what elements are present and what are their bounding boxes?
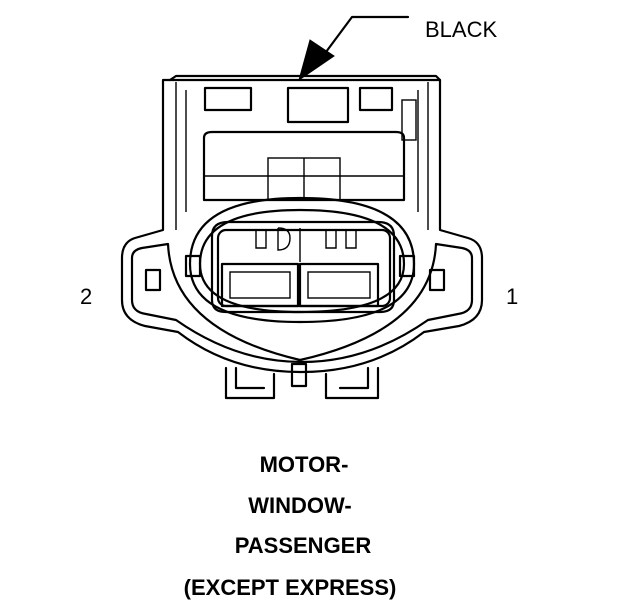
pin-label-left: 2 [80, 284, 92, 309]
caption-line-3: PASSENGER [235, 533, 372, 558]
connector-body [120, 74, 484, 374]
terminal-pin-2 [220, 262, 300, 308]
inner-shroud [188, 196, 416, 324]
color-leader-arrow [298, 15, 410, 82]
latch-housing [202, 86, 417, 202]
pin-label-right: 1 [506, 284, 518, 309]
connector-color-label: BLACK [425, 17, 497, 42]
caption-line-1: MOTOR- [260, 452, 349, 477]
caption-line-4: (EXCEPT EXPRESS) [184, 575, 397, 600]
terminal-pin-1 [298, 262, 380, 308]
side-latches [144, 254, 446, 292]
bottom-feet [224, 362, 380, 400]
caption: MOTOR- WINDOW- PASSENGER (EXCEPT EXPRESS… [184, 452, 397, 600]
caption-line-2: WINDOW- [248, 493, 351, 518]
